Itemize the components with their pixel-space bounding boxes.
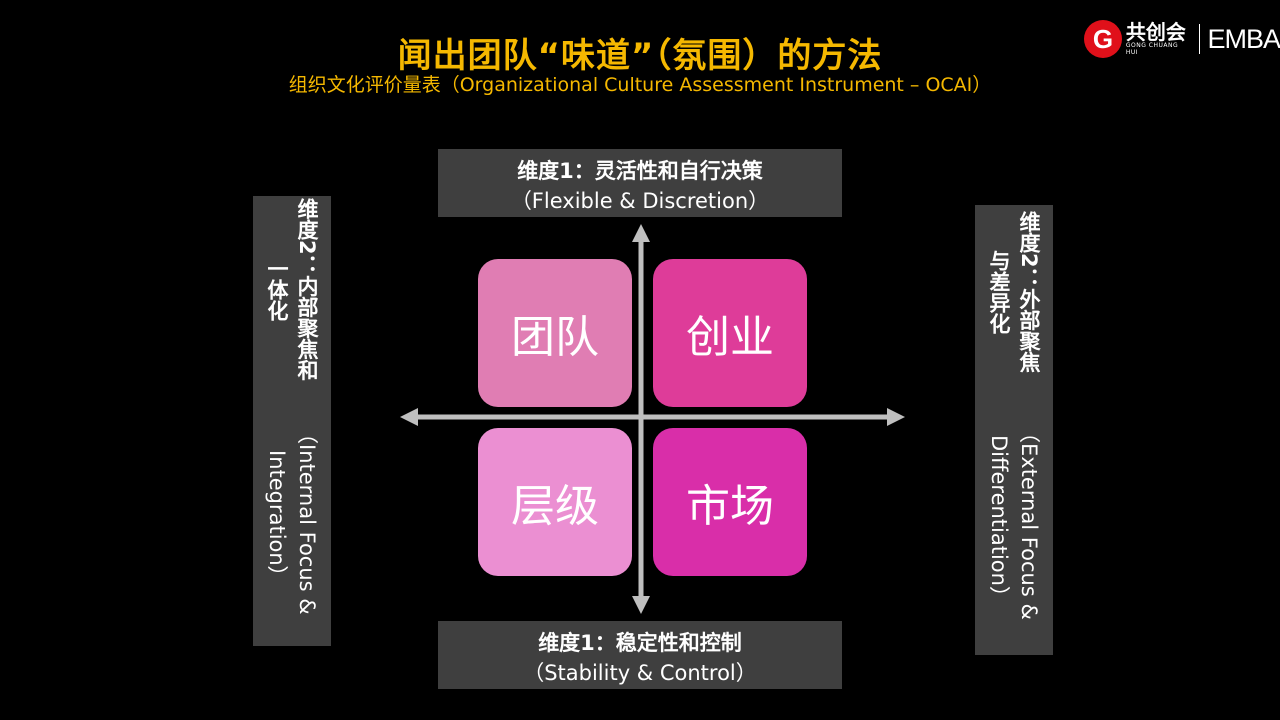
left-dimension-title: 维度2：内部聚焦和一体化 [265,198,319,381]
quadrant-hierarchy: 层级 [478,428,632,576]
slide-subtitle: 组织文化评价量表（Organizational Culture Assessme… [288,74,992,96]
logo-divider [1199,24,1201,54]
left-dimension-subtitle: （Internal Focus & Integration） [265,422,319,615]
arrow-up-icon [632,224,650,242]
top-dimension-box: 维度1：灵活性和自行决策 （Flexible & Discretion） [438,149,842,217]
bottom-dimension-box: 维度1：稳定性和控制 （Stability & Control） [438,621,842,689]
quadrant-clan: 团队 [478,259,632,407]
quadrant-adhocracy: 创业 [653,259,807,407]
logo-cn: 共创会 [1125,20,1186,44]
top-dimension-title: 维度1：灵活性和自行决策 [517,159,763,183]
logo: G 共创会 GONG CHUANG HUI EMBA [1084,20,1280,58]
logo-mark-icon: G [1084,20,1122,58]
arrow-down-icon [632,596,650,614]
logo-en: EMBA [1207,23,1280,54]
left-dimension-box: 维度2：内部聚焦和一体化 （Internal Focus & Integrati… [253,196,331,646]
top-dimension-subtitle: （Flexible & Discretion） [510,189,770,213]
bottom-dimension-title: 维度1：稳定性和控制 [538,631,742,655]
logo-pinyin: GONG CHUANG HUI [1125,42,1179,56]
right-dimension-title: 维度2：外部聚焦与差异化 [987,211,1041,374]
right-dimension-box: 维度2：外部聚焦与差异化 （External Focus & Different… [975,205,1053,655]
arrow-right-icon [887,408,905,426]
quadrant-market: 市场 [653,428,807,576]
arrow-left-icon [400,408,418,426]
slide-title: 闻出团队“味道”（氛围）的方法 [397,36,883,76]
bottom-dimension-subtitle: （Stability & Control） [523,661,757,685]
right-dimension-subtitle: （External Focus & Differentiation） [987,422,1041,621]
